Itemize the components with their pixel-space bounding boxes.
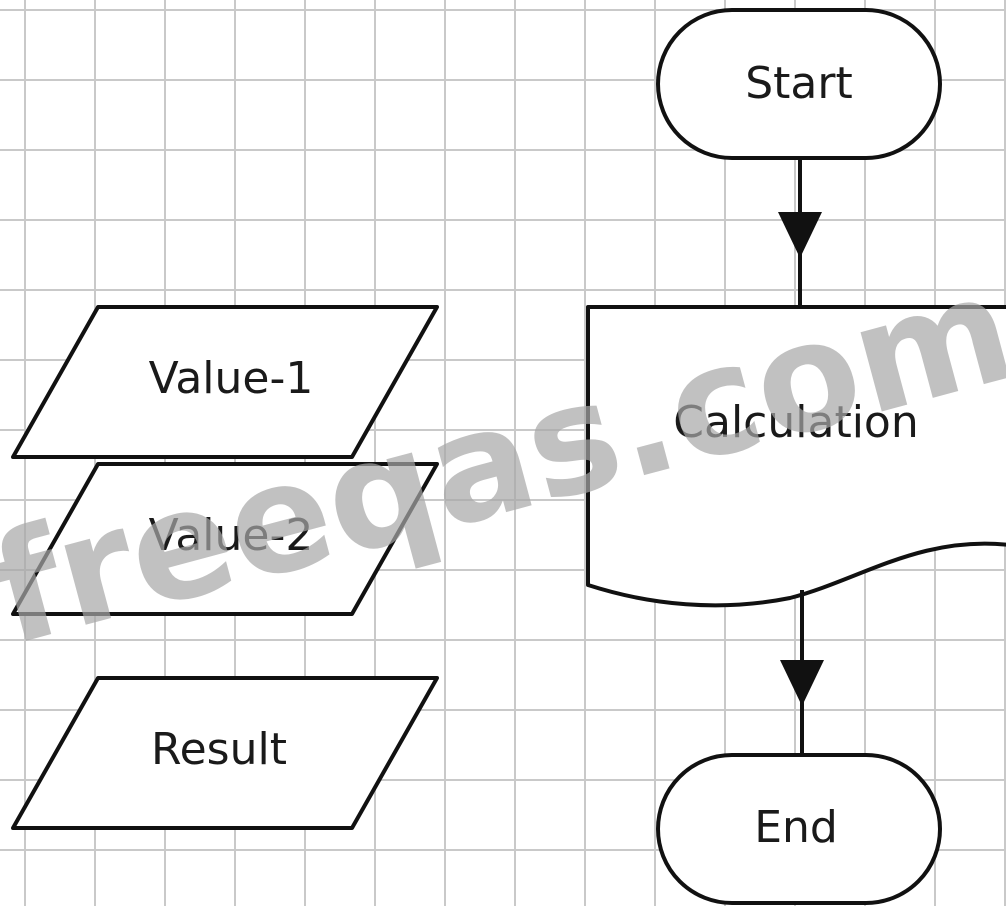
arrowhead-calculation-to-end — [780, 660, 824, 706]
start-node[interactable]: Start — [656, 8, 942, 160]
arrowhead-start-to-calculation — [778, 212, 822, 258]
edge-calculation-to-end — [780, 590, 824, 755]
value-1-node-label: Value-1 — [149, 353, 314, 404]
end-node[interactable]: End — [656, 753, 942, 905]
calculation-node-label: Calculation — [673, 397, 918, 448]
edge-start-to-calculation — [778, 158, 822, 307]
result-node[interactable]: Result — [11, 676, 439, 830]
value-2-node[interactable]: Value-2 — [11, 462, 439, 616]
start-node-label: Start — [745, 58, 853, 109]
result-node-label: Result — [151, 724, 287, 775]
value-2-node-label: Value-2 — [149, 510, 314, 561]
end-node-label: End — [754, 802, 838, 853]
value-1-node[interactable]: Value-1 — [11, 305, 439, 459]
calculation-node[interactable]: Calculation — [586, 305, 1006, 608]
